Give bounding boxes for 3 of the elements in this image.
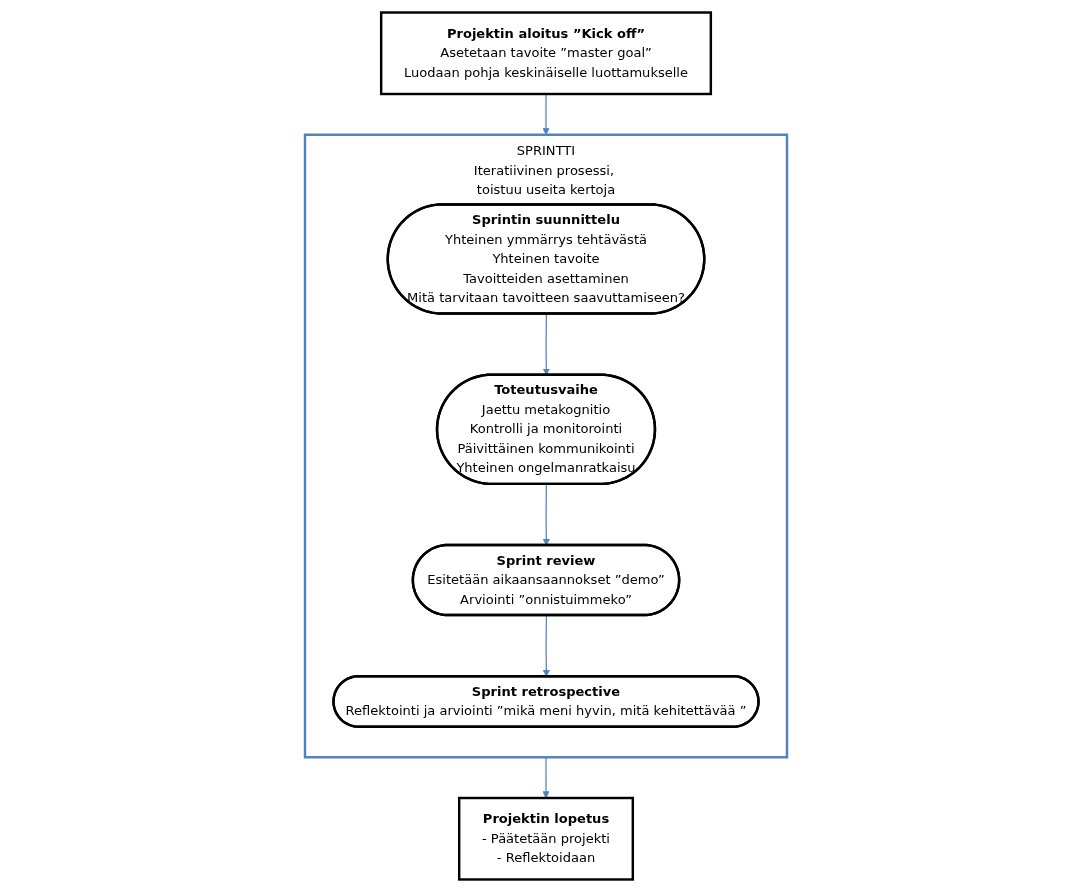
arrow (542, 483, 550, 546)
node-box: Projektin aloitus ”Kick off” Asetetaan tavoite ”master goal” Luodaan pohja keskinäiselle luottamukselle (379, 11, 713, 96)
node-box: Projektin lopetus - Päätetään projekti - Reflektoidaan (457, 796, 635, 881)
